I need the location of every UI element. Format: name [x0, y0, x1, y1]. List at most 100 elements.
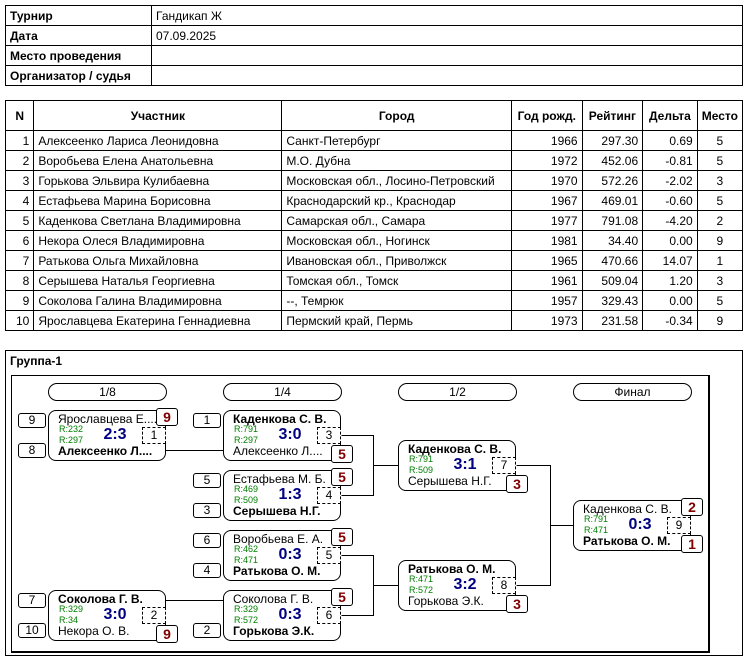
rating-top: R:469 [234, 484, 259, 494]
seed-number: 4 [193, 563, 221, 578]
player-bottom: Горькова Э.К. [408, 594, 484, 608]
match-score: 3:0 [103, 606, 127, 623]
player-top: Воробьева Е. А. [233, 532, 324, 546]
rating-bottom: R:509 [409, 465, 434, 475]
cell-name: Ярославцева Екатерина Геннадиевна [33, 310, 283, 331]
group-panel: Группа-1 [5, 350, 743, 656]
round-label: Финал [573, 383, 692, 401]
player-bottom: Ратькова О. М. [583, 534, 671, 548]
rating-bottom: R:297 [234, 435, 259, 445]
rating-top: R:329 [234, 604, 259, 614]
cell-city: Ивановская обл., Приволжск [281, 250, 512, 271]
rating-bottom: R:34 [59, 615, 79, 625]
cell-city: Московская обл., Ногинск [281, 230, 512, 251]
cell-delta: -4.20 [642, 210, 698, 231]
game-number: 6 [317, 607, 341, 624]
rating-top: R:462 [234, 544, 259, 554]
match-score: 2:3 [103, 426, 127, 443]
column-header: Год рожд. [510, 100, 583, 131]
info-label: Место проведения [5, 45, 152, 66]
match-score: 3:0 [278, 426, 302, 443]
player-top: Ратькова О. М. [408, 562, 496, 576]
game-number: 1 [142, 427, 166, 444]
game-number: 8 [492, 577, 516, 594]
place-badge: 5 [331, 445, 353, 463]
cell-city: Самарская обл., Самара [281, 210, 512, 231]
seed-number: 3 [193, 503, 221, 518]
place-badge: 2 [681, 498, 703, 516]
cell-city: Краснодарский кр., Краснодар [281, 190, 512, 211]
player-bottom: Алексеенко Л.... [233, 444, 323, 458]
cell-name: Горькова Эльвира Кулибаевна [33, 170, 283, 191]
player-top: Соколова Г. В. [58, 592, 143, 606]
info-value [151, 65, 743, 86]
cell-n: 10 [4, 310, 35, 331]
match-score: 0:3 [278, 546, 302, 563]
cell-rating: 469.01 [581, 190, 644, 211]
rating-top: R:791 [234, 424, 259, 434]
cell-delta: 0.00 [642, 230, 698, 251]
column-header: Дельта [642, 100, 698, 131]
player-bottom: Ратькова О. М. [233, 564, 321, 578]
place-badge: 5 [331, 468, 353, 486]
seed-number: 9 [18, 413, 46, 428]
player-top: Каденкова С. В. [583, 502, 672, 516]
game-number: 7 [492, 457, 516, 474]
rating-bottom: R:297 [59, 435, 84, 445]
cell-city: Пермский край, Пермь [281, 310, 512, 331]
rating-top: R:791 [409, 454, 434, 464]
cell-delta: -0.81 [642, 150, 698, 171]
connector-line [341, 555, 399, 616]
player-bottom: Горькова Э.К. [233, 624, 315, 638]
round-label: 1/2 [398, 383, 517, 401]
player-top: Каденкова С. В. [233, 412, 327, 426]
cell-birth-year: 1970 [510, 170, 583, 191]
place-badge: 5 [331, 588, 353, 606]
place-badge: 9 [156, 625, 178, 643]
place-badge: 5 [331, 528, 353, 546]
seed-number: 2 [193, 623, 221, 638]
cell-name: Некора Олеся Владимировна [33, 230, 283, 251]
rating-bottom: R:509 [234, 495, 259, 505]
column-header: Город [281, 100, 512, 131]
cell-name: Ратькова Ольга Михайловна [33, 250, 283, 271]
seed-number: 8 [18, 443, 46, 458]
match-score: 0:3 [628, 516, 652, 533]
place-badge: 3 [506, 595, 528, 613]
rating-top: R:471 [409, 574, 434, 584]
cell-rating: 231.58 [581, 310, 644, 331]
rating-bottom: R:572 [409, 585, 434, 595]
connector-line [341, 435, 399, 496]
cell-place: 9 [696, 310, 744, 331]
player-bottom: Некора О. В. [58, 624, 130, 638]
cell-birth-year: 1957 [510, 290, 583, 311]
place-badge: 9 [156, 408, 178, 426]
cell-birth-year: 1961 [510, 270, 583, 291]
player-bottom: Серышева Н.Г. [408, 474, 492, 488]
cell-city: Томская обл., Томск [281, 270, 512, 291]
seed-number: 5 [193, 473, 221, 488]
cell-delta: -0.34 [642, 310, 698, 331]
player-bottom: Алексеенко Л.... [58, 444, 153, 458]
rating-bottom: R:471 [234, 555, 259, 565]
match-score: 3:2 [453, 576, 477, 593]
column-header: Место [696, 100, 744, 131]
